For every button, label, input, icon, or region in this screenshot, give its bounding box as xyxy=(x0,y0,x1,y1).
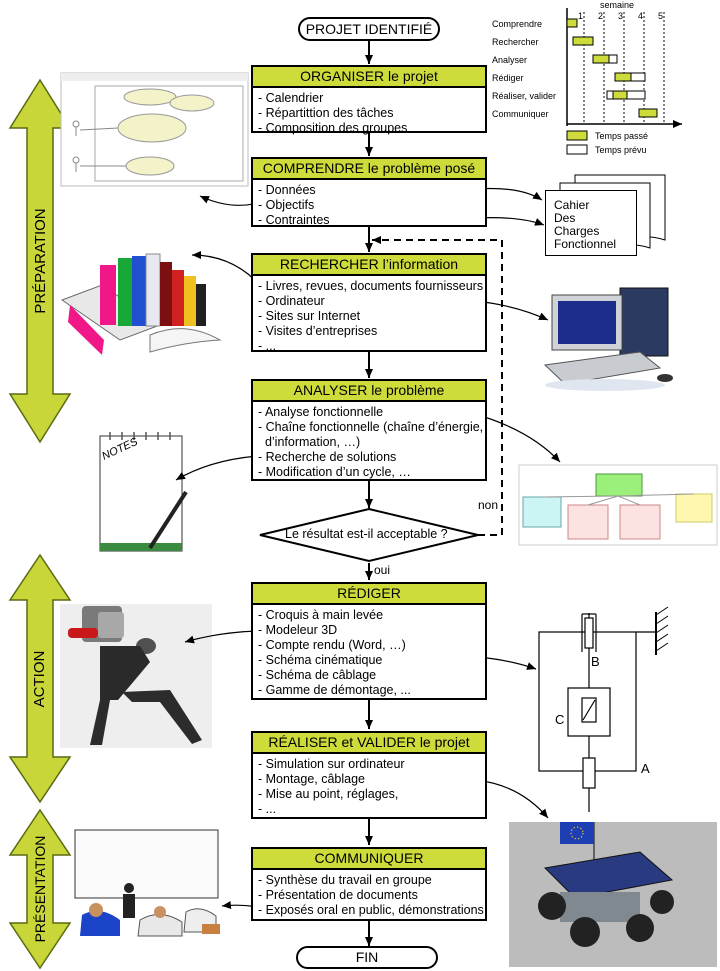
step-title: RECHERCHER l’information xyxy=(253,255,485,276)
gantt-week-label: 5 xyxy=(658,11,663,21)
gantt-bar-done xyxy=(566,18,578,28)
step-title: COMPRENDRE le problème posé xyxy=(253,159,485,180)
step-item: - Simulation sur ordinateur xyxy=(258,757,405,771)
step-title: ORGANISER le projet xyxy=(253,67,485,88)
decision-diamond xyxy=(259,507,479,563)
phase-label-presentation: PRÉSENTATION xyxy=(32,835,48,943)
start-terminal: PROJET IDENTIFIÉ xyxy=(298,17,440,41)
gantt-legend-planned-swatch xyxy=(566,144,588,155)
step-rechercher: RECHERCHER l’information - Livres, revue… xyxy=(251,253,487,353)
gantt-week-label: 3 xyxy=(618,11,623,21)
step-item: - Visites d’entreprises xyxy=(258,324,378,338)
gantt-legend-done-label: Temps passé xyxy=(595,131,648,141)
step-comprendre: COMPRENDRE le problème posé - Données - … xyxy=(251,157,487,227)
no-loop-connector xyxy=(372,236,503,536)
gantt-task-label: Analyser xyxy=(492,55,527,65)
step-analyser: ANALYSER le problème - Analyse fonctionn… xyxy=(251,379,487,481)
decision-question: Le résultat est-il acceptable ? xyxy=(285,527,448,541)
step-item: - Synthèse du travail en groupe xyxy=(258,873,432,887)
gantt-bar-done xyxy=(612,90,628,100)
step-item: d’information, …) xyxy=(258,435,361,449)
step-item: - Montage, câblage xyxy=(258,772,366,786)
step-item: - Mise au point, réglages, xyxy=(258,787,399,801)
step-item: - Modification d’un cycle, … xyxy=(258,465,411,479)
gantt-header: semaine xyxy=(600,0,634,10)
decision-no-label: non xyxy=(478,498,499,512)
functional-chain-image xyxy=(518,464,718,546)
step-item: - Recherche de solutions xyxy=(258,450,397,464)
gantt-bar-done xyxy=(638,108,658,118)
kinematic-label-c: C xyxy=(555,712,565,727)
phase-label-preparation: PRÉPARATION xyxy=(32,208,49,314)
gantt-bar-done xyxy=(592,54,610,64)
step-item: - Compte rendu (Word, …) xyxy=(258,638,406,652)
gantt-bar-done xyxy=(572,36,594,46)
step-item: - Contraintes xyxy=(258,213,330,227)
step-item: - Chaîne fonctionnelle (chaîne d’énergie… xyxy=(258,420,484,434)
gantt-task-label: Rédiger xyxy=(492,73,524,83)
step-item: - Ordinateur xyxy=(258,294,325,308)
gantt-week-label: 1 xyxy=(578,11,583,21)
gantt-bar-done xyxy=(614,72,632,82)
cdcf-line: Des xyxy=(554,211,576,225)
step-rediger: RÉDIGER - Croquis à main levée - Modeleu… xyxy=(251,582,487,700)
gantt-week-label: 4 xyxy=(638,11,643,21)
step-item: - Analyse fonctionnelle xyxy=(258,405,384,419)
step-item: - ... xyxy=(258,802,277,816)
step-item: - Schéma de câblage xyxy=(258,668,377,682)
cdcf-line: Charges xyxy=(554,224,600,238)
presentation-image xyxy=(74,829,220,937)
3d-model-image xyxy=(60,604,212,748)
step-item: - Composition des groupes xyxy=(258,121,408,135)
step-item: - Objectifs xyxy=(258,198,315,212)
gantt-task-label: Réaliser, valider xyxy=(492,91,556,101)
step-item: - Livres, revues, documents fournisseurs xyxy=(258,279,484,293)
kinematic-diagram xyxy=(538,606,669,812)
phase-label-action: ACTION xyxy=(31,650,48,708)
step-item: - Données xyxy=(258,183,316,197)
books-image xyxy=(60,253,222,355)
notes-pad-image: NOTES xyxy=(99,432,188,552)
step-title: RÉALISER et VALIDER le projet xyxy=(253,733,485,754)
step-item: - Calendrier xyxy=(258,91,324,105)
computer-image xyxy=(543,287,673,391)
cdcf-document: Cahier Des Charges Fonctionnel xyxy=(545,190,637,256)
step-item: - Croquis à main levée xyxy=(258,608,384,622)
end-terminal: FIN xyxy=(296,946,438,969)
gantt-legend-done-swatch xyxy=(566,130,588,141)
rover-photo xyxy=(509,822,717,967)
kinematic-label-b: B xyxy=(591,654,600,669)
step-item: - Gamme de démontage, ... xyxy=(258,683,411,697)
cdcf-line: Fonctionnel xyxy=(554,237,617,251)
gantt-task-label: Comprendre xyxy=(492,19,542,29)
step-item: - ... xyxy=(258,339,277,353)
step-item: - Répartittion des tâches xyxy=(258,106,394,120)
use-case-diagram-image xyxy=(60,72,249,187)
gantt-task-label: Communiquer xyxy=(492,109,549,119)
step-organiser: ORGANISER le projet - Calendrier - Répar… xyxy=(251,65,487,135)
step-item: - Schéma cinématique xyxy=(258,653,383,667)
gantt-week-label: 2 xyxy=(598,11,603,21)
step-communiquer: COMMUNIQUER - Synthèse du travail en gro… xyxy=(251,847,487,921)
decision-yes-label: oui xyxy=(374,563,391,577)
kinematic-label-a: A xyxy=(641,761,650,776)
phase-arrows xyxy=(8,78,72,970)
gantt-chart: semaine 1 2 3 4 5ComprendreRechercherAnalyser… xyxy=(492,0,682,155)
step-item: - Exposés oral en public, démonstrations xyxy=(258,903,484,917)
cdcf-line: Cahier xyxy=(554,198,590,212)
step-item: - Sites sur Internet xyxy=(258,309,361,323)
step-item: - Présentation de documents xyxy=(258,888,418,902)
step-realiser: RÉALISER et VALIDER le projet - Simulati… xyxy=(251,731,487,819)
step-title: ANALYSER le problème xyxy=(253,381,485,402)
step-title: COMMUNIQUER xyxy=(253,849,485,870)
gantt-legend-planned-label: Temps prévu xyxy=(595,145,647,155)
gantt-task-label: Rechercher xyxy=(492,37,539,47)
step-item: - Modeleur 3D xyxy=(258,623,338,637)
step-title: RÉDIGER xyxy=(253,584,485,605)
